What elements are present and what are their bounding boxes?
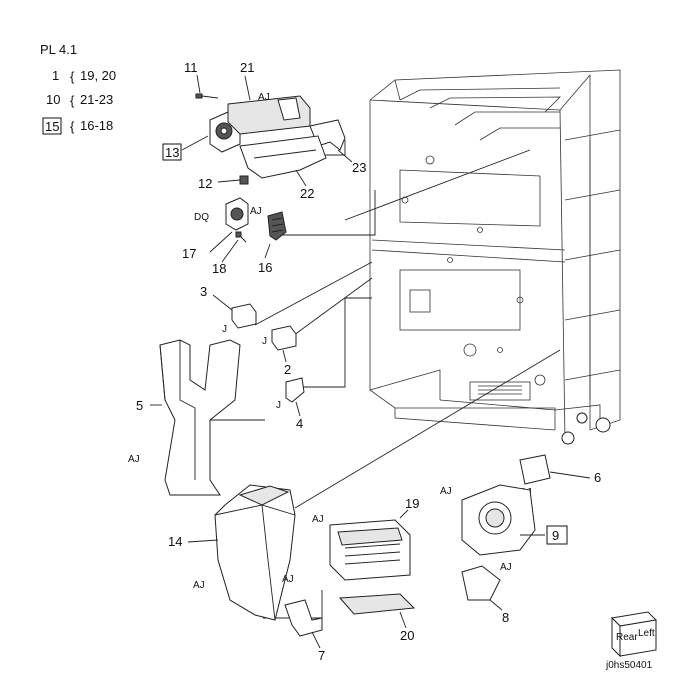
callout-6: 6 [594, 470, 601, 485]
callout-23: 23 [352, 160, 366, 175]
callout-22: 22 [300, 186, 314, 201]
callout-13: 13 [165, 145, 179, 160]
part-21-duct: 21 AJ [227, 60, 311, 135]
part-9-blower: 9 AJ AJ [440, 484, 568, 573]
part-7-bracket: 7 AJ [282, 574, 325, 663]
part-3-connector: 3 J [200, 284, 257, 335]
part-14-duct: 14 AJ AJ [168, 484, 324, 621]
legend-row-3-number: 15 [45, 119, 59, 134]
callout-18: 18 [212, 261, 226, 276]
caster-wheel-left [561, 431, 575, 445]
parts-list-legend: PL 4.1 1 { 19, 20 10 { 21-23 15 { 16-18 [40, 42, 116, 135]
part-8-duct-piece: 8 [461, 565, 509, 625]
parts-list-title: PL 4.1 [40, 42, 77, 57]
callout-5: 5 [136, 398, 143, 413]
part-11-screw: 11 [184, 60, 219, 99]
tag-j-2: J [262, 336, 267, 347]
legend-row-2-range: 21-23 [80, 92, 113, 107]
tag-aj-9a: AJ [440, 486, 452, 497]
part-2-connector: 2 J [262, 325, 297, 377]
callout-7: 7 [318, 648, 325, 663]
tag-aj-5: AJ [128, 454, 140, 465]
part-5-air-duct: 5 AJ [128, 339, 241, 496]
orientation-left: Left [638, 628, 655, 639]
legend-brace-3: { [70, 119, 75, 134]
figure-id: j0hs50401 [605, 660, 653, 671]
callout-2: 2 [284, 362, 291, 377]
callout-20: 20 [400, 628, 414, 643]
callout-14: 14 [168, 534, 182, 549]
part-22-duct-base: 22 [239, 135, 327, 201]
callout-9: 9 [552, 528, 559, 543]
tag-dq: DQ [194, 212, 209, 223]
part-18-screw: 18 [212, 231, 247, 276]
callout-12: 12 [198, 176, 212, 191]
legend-row-3-box [42, 117, 62, 135]
callout-11: 11 [184, 60, 198, 75]
tag-aj-7: AJ [282, 574, 294, 585]
callout-13-box [162, 143, 182, 161]
caster-wheel-right [595, 417, 611, 433]
assembly-lines [210, 140, 561, 619]
tag-j-3: J [222, 324, 227, 335]
printer-frame [369, 69, 621, 445]
callout-8: 8 [502, 610, 509, 625]
part-12-nut: 12 [198, 175, 249, 191]
callout-19: 19 [405, 496, 419, 511]
callout-17: 17 [182, 246, 196, 261]
part-16-louver: 16 AJ [250, 206, 287, 275]
part-4-connector: 4 J [276, 377, 305, 431]
callout-9-box [546, 525, 568, 545]
legend-row-1-range: 19, 20 [80, 68, 116, 83]
legend-row-2-number: 10 [46, 92, 60, 107]
part-17-small-fan: 17 DQ [182, 197, 249, 261]
tag-aj-16: AJ [250, 206, 262, 217]
part-20-filter-pad: 20 [338, 593, 416, 643]
tag-aj-9b: AJ [500, 562, 512, 573]
callout-4: 4 [296, 416, 303, 431]
part-19-filter: 19 [329, 496, 419, 581]
legend-brace-1: { [70, 69, 75, 84]
tag-aj-14a: AJ [312, 514, 324, 525]
legend-row-3-range: 16-18 [80, 118, 113, 133]
orientation-rear: Rear [616, 632, 638, 643]
callout-16: 16 [258, 260, 272, 275]
tag-aj-21: AJ [258, 92, 270, 103]
legend-brace-2: { [70, 93, 75, 108]
legend-row-1-number: 1 [52, 68, 59, 83]
tag-aj-14b: AJ [193, 580, 205, 591]
callout-21: 21 [240, 60, 254, 75]
caster-wheel-mid [576, 412, 588, 424]
orientation-indicator: Rear Left [610, 611, 658, 658]
tag-j-4: J [276, 400, 281, 411]
callout-3: 3 [200, 284, 207, 299]
part-6-bracket: 6 AJ [519, 454, 601, 498]
